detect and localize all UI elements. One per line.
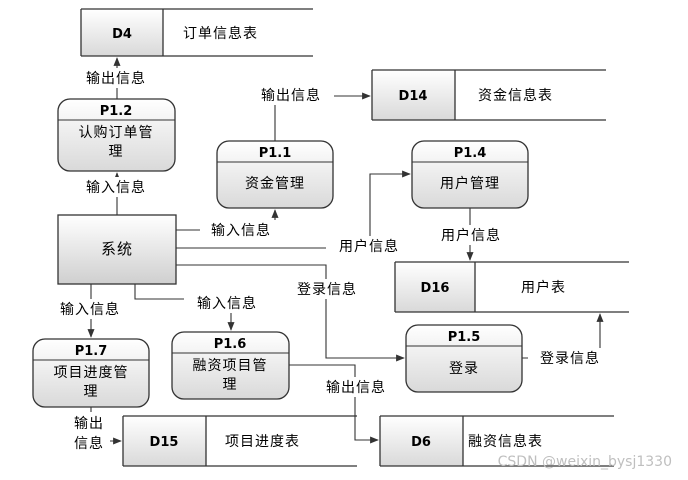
flow-p17-to-d15: 输出 信息 (68, 407, 122, 454)
process-p1-6-name-line1: 融资项目管 (193, 358, 268, 374)
process-p1-2: P1.2 认购订单管 理 (57, 98, 176, 172)
flow-p12-to-d4-label: 输出信息 (86, 70, 146, 87)
watermark: CSDN @weixin_bysj1330 (498, 454, 672, 470)
process-p1-4-id: P1.4 (454, 146, 487, 161)
flow-p15-to-d16-label: 登录信息 (540, 350, 600, 367)
process-p1-4-name: 用户管理 (440, 175, 500, 192)
process-p1-1: P1.1 资金管理 (216, 140, 334, 209)
flow-system-to-p15-label: 登录信息 (297, 281, 357, 298)
process-p1-6-name-line2: 理 (223, 377, 238, 393)
data-store-d14: D14 资金信息表 (371, 69, 606, 121)
process-p1-1-name: 资金管理 (245, 176, 305, 192)
data-store-d6: D6 融资信息表 (379, 415, 614, 467)
flow-system-to-p12-label: 输入信息 (86, 179, 146, 196)
process-p1-5: P1.5 登录 (405, 324, 523, 393)
flow-system-to-p11-label: 输入信息 (211, 222, 271, 239)
flow-system-to-p14-label: 用户信息 (339, 238, 399, 255)
process-p1-6-id: P1.6 (214, 337, 247, 352)
process-p1-5-name: 登录 (449, 361, 479, 377)
process-p1-4: P1.4 用户管理 (411, 140, 529, 209)
data-store-d4-id: D4 (112, 27, 132, 42)
process-p1-2-name-line2: 理 (109, 144, 124, 160)
data-store-d15-id: D15 (150, 435, 179, 450)
data-store-d4: D4 订单信息表 (80, 8, 313, 57)
data-store-d15: D15 项目进度表 (122, 415, 357, 467)
flow-p16-to-d6: 输出信息 (289, 364, 398, 444)
data-store-d14-name: 资金信息表 (478, 87, 553, 104)
data-store-d14-id: D14 (399, 89, 428, 104)
flow-p11-to-d14-label: 输出信息 (261, 87, 321, 104)
external-entity-system: 系统 (57, 214, 177, 285)
flow-p17-to-d15-label-line2: 信息 (74, 435, 104, 452)
process-p1-7-name-line2: 理 (84, 384, 99, 400)
flow-p17-to-d15-label-line1: 输出 (74, 416, 104, 432)
flow-system-to-p17: 输入信息 (47, 284, 133, 338)
process-p1-2-id: P1.2 (100, 104, 133, 119)
flow-system-to-p12: 输入信息 (74, 172, 158, 215)
process-p1-2-name-line1: 认购订单管 (79, 125, 154, 141)
data-store-d16: D16 用户表 (394, 261, 629, 313)
data-store-d16-id: D16 (421, 281, 450, 296)
process-p1-6: P1.6 融资项目管 理 (171, 331, 290, 400)
process-p1-7-id: P1.7 (75, 344, 108, 359)
flow-system-to-p11: 输入信息 (176, 209, 284, 240)
data-store-d6-id: D6 (411, 435, 431, 450)
process-p1-7: P1.7 项目进度管 理 (32, 338, 150, 408)
flow-p14-to-d16-label: 用户信息 (441, 227, 501, 244)
flow-p16-to-d6-label: 输出信息 (326, 379, 386, 396)
process-p1-5-id: P1.5 (448, 330, 481, 345)
flow-system-to-p16: 输入信息 (134, 284, 270, 331)
data-store-d15-name: 项目进度表 (225, 434, 300, 450)
flow-system-to-p16-label: 输入信息 (197, 295, 257, 312)
process-p1-1-id: P1.1 (259, 146, 292, 161)
data-store-d6-name: 融资信息表 (468, 433, 543, 450)
data-store-d16-name: 用户表 (521, 279, 566, 296)
system-label: 系统 (101, 240, 133, 258)
flow-p11-to-d14: 输出信息 (248, 85, 371, 141)
flow-p15-to-d16: 登录信息 (522, 313, 612, 368)
process-p1-7-name-line1: 项目进度管 (54, 365, 129, 381)
data-store-d4-name: 订单信息表 (183, 25, 258, 42)
flow-system-to-p17-label: 输入信息 (60, 301, 120, 318)
flow-system-to-p15: 登录信息 (176, 264, 405, 362)
flow-p12-to-d4: 输出信息 (74, 57, 158, 99)
flow-system-to-p14: 用户信息 (176, 170, 412, 256)
flow-p14-to-d16: 用户信息 (428, 208, 514, 261)
